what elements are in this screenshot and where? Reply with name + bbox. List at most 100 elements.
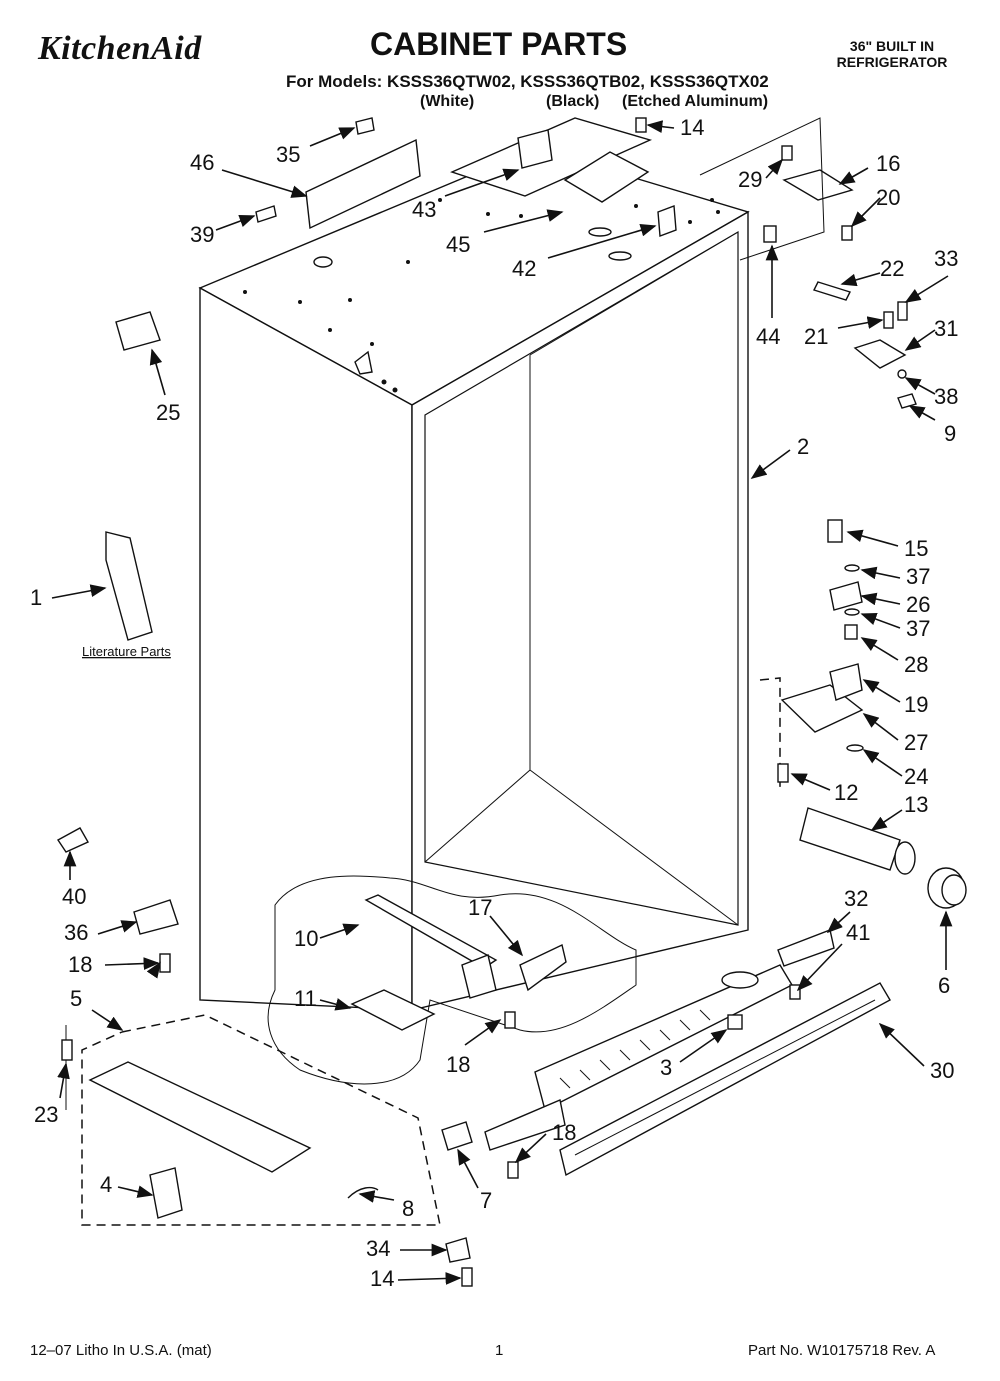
part-41-screw (789, 984, 801, 1000)
part-15-hinge-pin (827, 519, 843, 543)
callout-29: 29 (738, 167, 762, 192)
part-37-washer-a (844, 564, 860, 572)
callout-33: 33 (934, 246, 958, 271)
part-4-bracket (149, 1167, 183, 1219)
callout-34: 34 (366, 1236, 390, 1261)
callout-46: 46 (190, 150, 214, 175)
callout-20: 20 (876, 185, 900, 210)
part-40-plug (56, 827, 89, 853)
part-24-washer (846, 744, 864, 752)
subtitle-line-1: 36" BUILT IN (849, 38, 935, 54)
callout-16: 16 (876, 151, 900, 176)
callout-37-b: 37 (906, 616, 930, 641)
callout-2: 2 (797, 434, 809, 459)
product-subtitle: 36" BUILT IN REFRIGERATOR (822, 38, 962, 70)
part-14-bottom-screw (461, 1267, 473, 1287)
subtitle-line-2: REFRIGERATOR (836, 54, 948, 70)
part-9-clip (897, 393, 917, 409)
callout-1: 1 (30, 585, 42, 610)
grille-end-tab (484, 1099, 566, 1151)
part-35-screw (355, 117, 375, 135)
part-19-bracket (829, 663, 863, 701)
part-36-bracket (133, 899, 179, 935)
part-20-screw (841, 225, 853, 241)
callout-12: 12 (834, 780, 858, 805)
part-26-hinge-pin-plate (829, 581, 863, 611)
part-10-rail (364, 894, 498, 969)
callout-23: 23 (34, 1102, 58, 1127)
cabinet-shell (198, 117, 750, 1011)
part-32-cover (777, 929, 835, 967)
callout-3: 3 (660, 1055, 672, 1080)
callout-38: 38 (934, 384, 958, 409)
callout-18-left: 18 (68, 952, 92, 977)
part-18-lower-screw (507, 1161, 519, 1179)
part-33-screw (897, 301, 908, 321)
part-13-closer (799, 807, 901, 871)
part-28-bushing (844, 624, 858, 640)
callout-37-a: 37 (906, 564, 930, 589)
part-34-bracket (445, 1237, 471, 1263)
part-7-bracket (441, 1121, 473, 1151)
callout-25: 25 (156, 400, 180, 425)
callout-45: 45 (446, 232, 470, 257)
part-42-clip (657, 205, 677, 237)
model-list: For Models: KSSS36QTW02, KSSS36QTB02, KS… (286, 72, 769, 91)
part-38-washer (897, 369, 907, 379)
part-5-rail (88, 1061, 312, 1173)
callout-26: 26 (906, 592, 930, 617)
variant-white: (White) (420, 93, 475, 110)
part-43-bracket (517, 129, 553, 169)
callout-8: 8 (402, 1196, 414, 1221)
part-3-grille (534, 964, 793, 1112)
variant-black: (Black) (546, 93, 600, 110)
callout-9: 9 (944, 421, 956, 446)
base-outline (267, 875, 637, 1085)
callout-10: 10 (294, 926, 318, 951)
part-11-tray (350, 989, 436, 1031)
callout-6: 6 (938, 973, 950, 998)
part-22-spring (813, 281, 851, 301)
callout-39: 39 (190, 222, 214, 247)
callout-30: 30 (930, 1058, 954, 1083)
part-39-screw (255, 205, 277, 223)
part-25-clip (115, 311, 161, 351)
part-30-toe-grille (559, 982, 891, 1177)
callout-17: 17 (468, 895, 492, 920)
part-3-clip (727, 1014, 743, 1030)
callout-7: 7 (480, 1188, 492, 1213)
callout-18-middle: 18 (446, 1052, 470, 1077)
part-18-middle-screw (504, 1011, 516, 1029)
callout-43: 43 (412, 197, 436, 222)
callout-41: 41 (846, 920, 870, 945)
callout-19: 19 (904, 692, 928, 717)
callout-18-lower: 18 (552, 1120, 576, 1145)
part-18-hinge-block (461, 954, 497, 999)
callout-labels: 1 2 3 4 5 6 7 8 9 10 11 12 13 14 14 15 1… (30, 115, 958, 1291)
callout-13: 13 (904, 792, 928, 817)
callout-28: 28 (904, 652, 928, 677)
part-12-screw (777, 763, 789, 783)
part-31-bracket (853, 339, 907, 369)
part-46-panel (305, 138, 421, 230)
footer-print-info: 12–07 Litho In U.S.A. (mat) (30, 1342, 212, 1359)
part-37-washer-b (844, 608, 860, 616)
callout-40: 40 (62, 884, 86, 909)
literature-parts-label: Literature Parts (82, 644, 171, 659)
footer-page-number: 1 (495, 1342, 504, 1359)
part-17-bracket (519, 943, 567, 992)
callout-36: 36 (64, 920, 88, 945)
part-21-screw (883, 311, 894, 329)
callout-31: 31 (934, 316, 958, 341)
brand-logo: KitchenAid (38, 30, 202, 67)
callout-14-bottom: 14 (370, 1266, 394, 1291)
part-16-top-hinge (782, 169, 854, 201)
callout-44: 44 (756, 324, 780, 349)
callout-24: 24 (904, 764, 928, 789)
callout-35: 35 (276, 142, 300, 167)
variant-etched-aluminum: (Etched Aluminum) (622, 93, 769, 110)
callout-14-top: 14 (680, 115, 704, 140)
part-1-literature (105, 531, 153, 641)
callout-21: 21 (804, 324, 828, 349)
